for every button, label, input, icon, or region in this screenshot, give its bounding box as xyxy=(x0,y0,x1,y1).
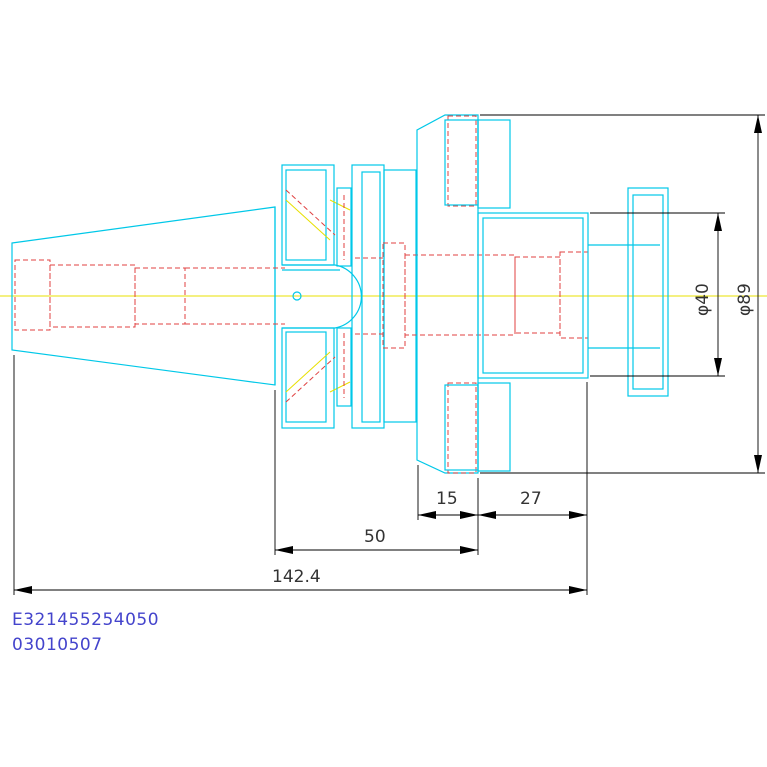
pilot xyxy=(477,212,589,379)
arrow-pilot-left xyxy=(478,511,496,519)
dim-text-taper: 50 xyxy=(364,527,386,547)
arrow-pilot-right xyxy=(569,511,587,519)
arrow-flange-dia-bottom xyxy=(754,455,762,473)
v-groove-lower-a xyxy=(285,351,331,393)
body-bore xyxy=(404,254,516,336)
dim-text-flange: 15 xyxy=(436,489,458,509)
arrow-pilot-dia-bottom xyxy=(714,358,722,376)
part-code-primary: E321455254050 xyxy=(12,610,160,630)
v-flange-upper-inner xyxy=(285,169,327,261)
taper-bore-entry xyxy=(14,259,51,331)
face-key-lower xyxy=(477,382,511,472)
arrow-pilot-dia-top xyxy=(714,213,722,231)
flange-key-upper xyxy=(447,115,477,207)
arrow-overall-left xyxy=(14,586,32,594)
flange-key-lower xyxy=(447,382,477,474)
face-key-upper xyxy=(477,119,511,209)
arrow-flange-right xyxy=(460,511,478,519)
pin-upper xyxy=(336,187,352,267)
v-groove-upper-b xyxy=(329,199,351,211)
v-groove-lower-hidden xyxy=(285,356,336,403)
v-flange-lower-inner xyxy=(285,331,327,423)
dim-text-flange-dia: φ89 xyxy=(735,283,755,316)
lock-nut xyxy=(627,187,669,397)
arrow-overall-right xyxy=(569,586,587,594)
pilot-inner xyxy=(482,217,584,374)
v-groove-upper-a xyxy=(285,199,331,241)
lock-nut-inner xyxy=(632,194,664,390)
body-bore-end xyxy=(559,251,589,339)
pin-lower xyxy=(336,327,352,407)
v-groove-upper-hidden xyxy=(285,189,336,236)
dim-text-pilot: 27 xyxy=(520,489,542,509)
arrow-taper-right xyxy=(460,546,478,554)
dim-text-pilot-dia: φ40 xyxy=(693,283,713,316)
body-collar-inner xyxy=(361,171,381,423)
flange-key-upper-outline xyxy=(444,119,479,206)
body-bore-thread xyxy=(514,256,561,334)
arrow-flange-dia-top xyxy=(754,115,762,133)
arrow-flange-left xyxy=(418,511,436,519)
body-neck xyxy=(383,169,417,423)
drive-slot xyxy=(282,264,362,329)
drive-slot-hole xyxy=(292,291,302,301)
taper-bore-thread xyxy=(134,267,186,325)
main-flange xyxy=(416,114,479,474)
flange-key-lower-outline xyxy=(444,384,479,471)
arrow-taper-left xyxy=(275,546,293,554)
v-groove-lower-b xyxy=(329,381,351,393)
part-code-secondary: 03010507 xyxy=(12,635,103,655)
dim-text-overall: 142.4 xyxy=(272,567,321,587)
